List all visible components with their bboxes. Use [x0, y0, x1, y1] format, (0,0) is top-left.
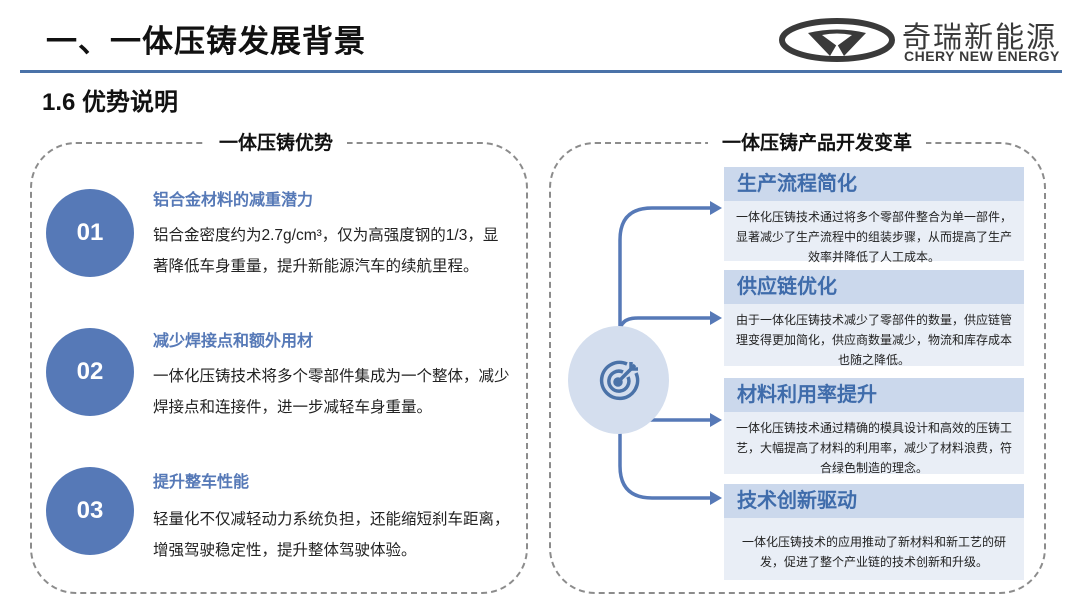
advantage-body: 铝合金密度约为2.7g/cm³，仅为高强度钢的1/3，显著降低车身重量，提升新能… [153, 227, 499, 275]
advantage-title: 提升整车性能 [153, 474, 250, 491]
brand-name-en: CHERY NEW ENERGY [904, 48, 1060, 64]
card-body: 一体化压铸技术通过精确的模具设计和高效的压铸工艺，大幅提高了材料的利用率，减少了… [724, 412, 1024, 475]
advantages-heading: 一体压铸优势 [205, 128, 348, 155]
card-title: 技术创新驱动 [724, 484, 1024, 518]
advantage-title: 减少焊接点和额外用材 [153, 333, 314, 350]
page-title: 一、一体压铸发展背景 [46, 24, 366, 59]
card-title: 生产流程简化 [724, 167, 1024, 201]
item-number-badge: 03 [46, 467, 134, 555]
card-title: 供应链优化 [724, 270, 1024, 304]
card-body: 一体化压铸技术通过将多个零部件整合为单一部件，显著减少了生产流程中的组装步骤，从… [724, 201, 1024, 264]
item-number-badge: 01 [46, 189, 134, 277]
chery-logo-icon [779, 18, 895, 62]
card-body: 一体化压铸技术的应用推动了新材料和新工艺的研发，促进了整个产业链的技术创新和升级… [724, 518, 1024, 580]
advantage-body: 一体化压铸技术将多个零部件集成为一个整体，减少焊接点和连接件，进一步减轻车身重量… [153, 368, 510, 416]
card-title: 材料利用率提升 [724, 378, 1024, 412]
brand-logo: 奇瑞新能源 CHERY NEW ENERGY [778, 14, 1068, 68]
section-title: 1.6 优势说明 [42, 89, 179, 116]
advantage-body: 轻量化不仅减轻动力系统负担，还能缩短刹车距离，增强驾驶稳定性，提升整体驾驶体验。 [153, 511, 510, 559]
brand-name-cn: 奇瑞新能源 [902, 22, 1058, 54]
card-body: 由于一体化压铸技术减少了零部件的数量，供应链管理变得更加简化，供应商数量减少，物… [724, 304, 1024, 367]
header-divider [20, 70, 1062, 73]
development-heading: 一体压铸产品开发变革 [708, 128, 927, 155]
target-icon [599, 360, 640, 401]
item-number-badge: 02 [46, 328, 134, 416]
advantage-title: 铝合金材料的减重潜力 [153, 192, 314, 209]
